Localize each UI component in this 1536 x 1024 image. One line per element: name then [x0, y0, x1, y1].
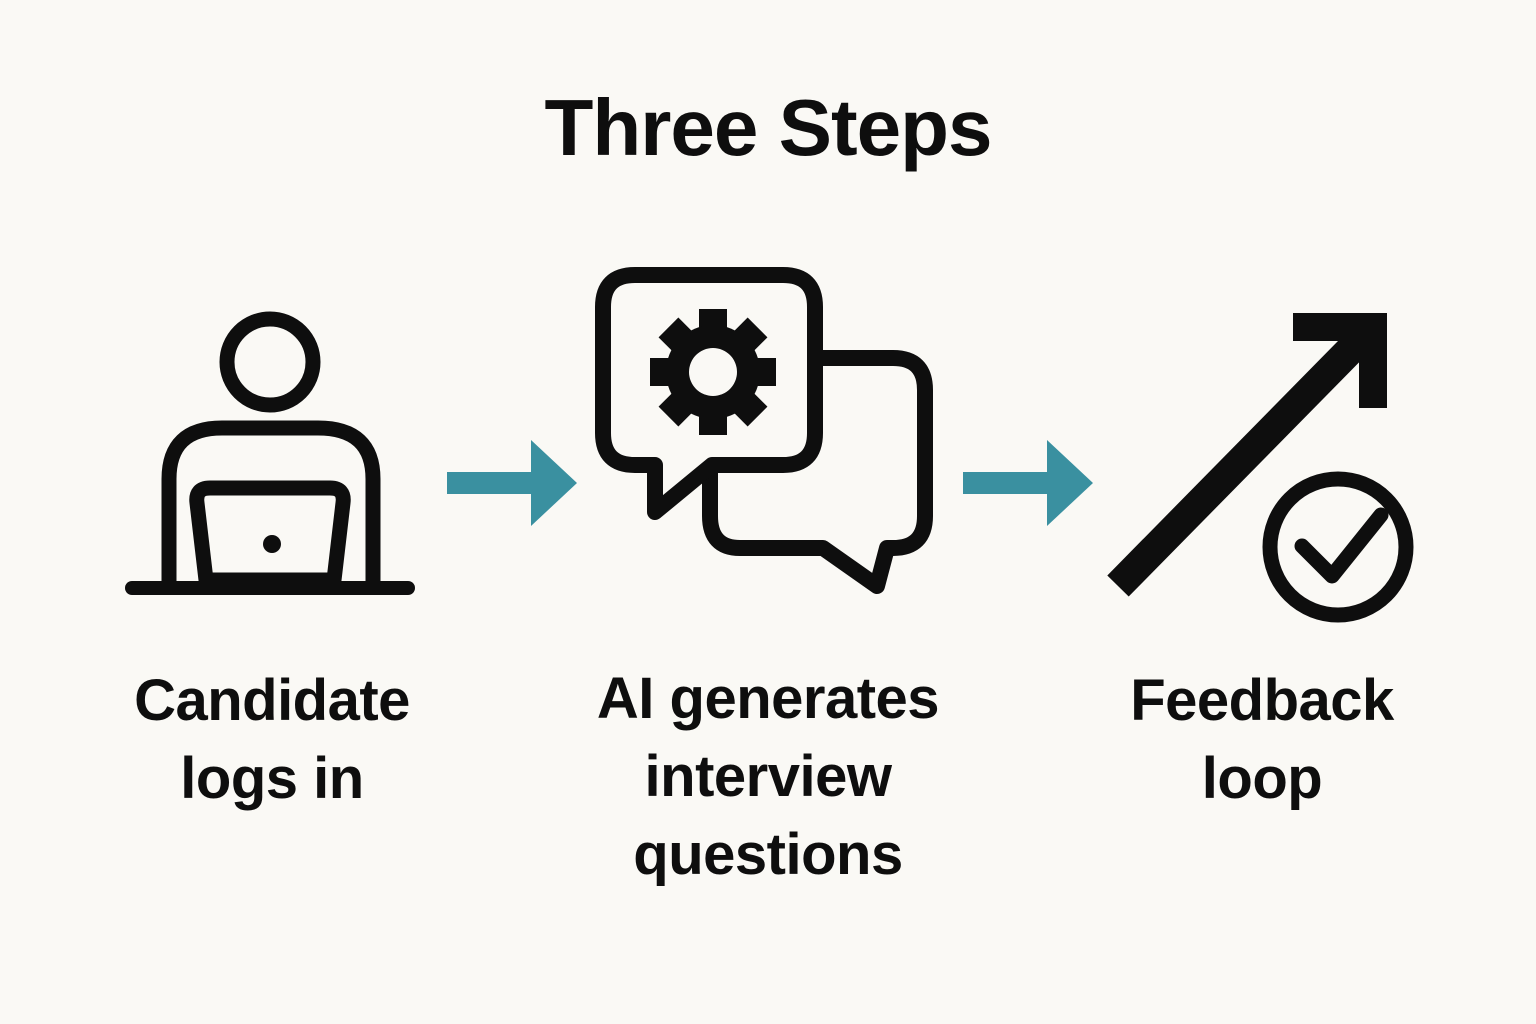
gear-glyph — [650, 309, 776, 435]
person-at-laptop-icon — [120, 287, 420, 597]
growth-arrow-check-icon — [1098, 303, 1418, 628]
step-label-ai-generates-questions: AI generates interview questions — [596, 666, 940, 887]
step-label-candidate-logs-in: Candidate logs in — [134, 668, 410, 811]
chat-bubbles-gear-icon — [592, 262, 937, 602]
check-circle — [1262, 471, 1414, 623]
trend-line — [1107, 328, 1372, 597]
right-arrow-icon — [447, 438, 579, 528]
page-title: Three Steps — [544, 83, 993, 172]
right-arrow-icon — [963, 438, 1095, 528]
person-at-laptop-shapes — [125, 311, 415, 595]
check-mark — [1294, 507, 1389, 584]
step-label-feedback-loop: Feedback loop — [1130, 668, 1394, 811]
arrow-head — [1293, 313, 1387, 408]
